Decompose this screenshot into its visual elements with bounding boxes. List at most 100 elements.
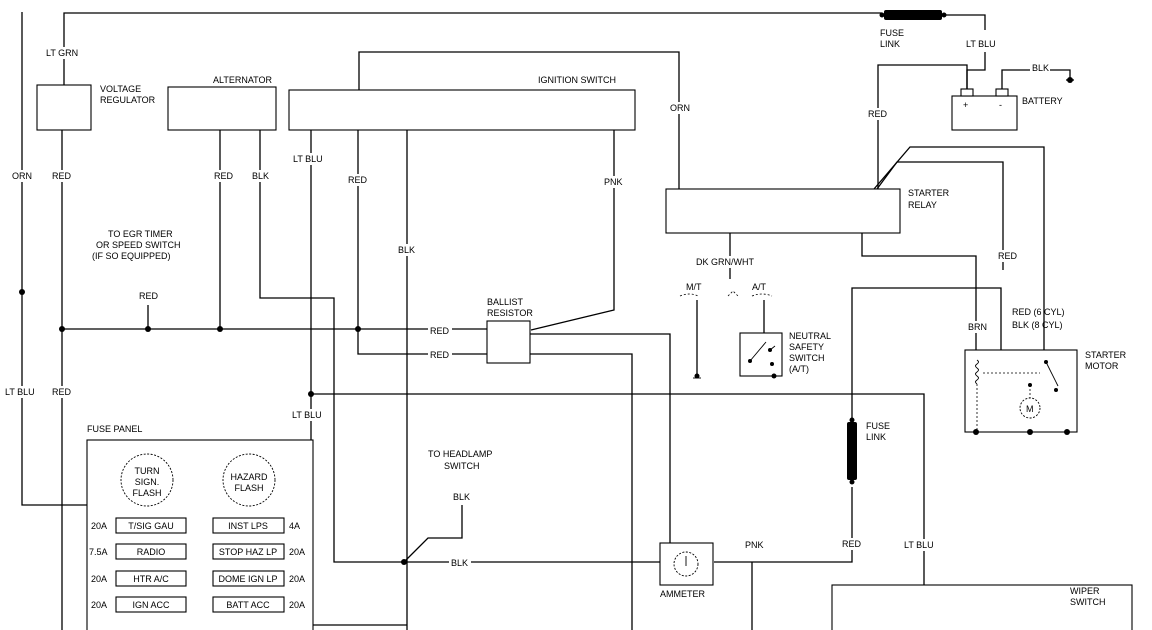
- headlamp-note-1: TO HEADLAMP: [428, 449, 492, 459]
- wire-label-red-vreg: RED: [52, 171, 72, 181]
- notes: TO EGR TIMER OR SPEED SWITCH (IF SO EQUI…: [92, 229, 1065, 471]
- neutral-safety-label-4: (A/T): [789, 364, 809, 374]
- turn-flasher-label-1: TURN: [135, 466, 160, 476]
- ignition-switch-label: IGNITION SWITCH: [538, 75, 616, 85]
- wire-label-red-alt: RED: [214, 171, 234, 181]
- wire-label-pnk-bottom: PNK: [745, 540, 764, 550]
- battery: + - BATTERY: [951, 88, 1063, 131]
- wire-label-red-relay: RED: [998, 251, 1018, 261]
- fuse-link-mid: FUSE LINK: [847, 421, 890, 480]
- fuse-row-left-3: 20A HTR A/C: [91, 570, 187, 587]
- fuse-amp: 20A: [91, 600, 107, 610]
- fuse-label: BATT ACC: [226, 600, 270, 610]
- junction-dots: [19, 12, 1073, 565]
- alternator-label: ALTERNATOR: [213, 75, 273, 85]
- fuse-row-left-1: 20A T/SIG GAU: [91, 517, 187, 534]
- fuse-amp: 20A: [289, 600, 305, 610]
- wire-label-lt-blu-left: LT BLU: [5, 387, 35, 397]
- fuse-row-right-3: DOME IGN LP 20A: [212, 570, 305, 587]
- neutral-safety-label-2: SAFETY: [789, 342, 824, 352]
- fuse-label: INST LPS: [228, 521, 268, 531]
- ammeter-label: AMMETER: [660, 589, 706, 599]
- wire-label-red-fuse-link: RED: [842, 539, 862, 549]
- fuse-row-left-2: 7.5A RADIO: [89, 543, 187, 560]
- egr-note-1: TO EGR TIMER: [108, 229, 173, 239]
- fuse-row-right-4: BATT ACC 20A: [212, 596, 305, 613]
- fuse-row-left-4: 20A IGN ACC: [91, 596, 187, 613]
- fuse-amp: 20A: [91, 521, 107, 531]
- wire-label-red-batt: RED: [868, 109, 888, 119]
- ballast-resistor-label-2: RESISTOR: [487, 308, 533, 318]
- ignition-switch: IGNITION SWITCH: [288, 75, 636, 131]
- fuse-row-right-2: STOP HAZ LP 20A: [212, 543, 305, 560]
- battery-plus: +: [963, 100, 968, 110]
- fuse-link-mid-label-1: FUSE: [866, 421, 890, 431]
- fuse-label: T/SIG GAU: [128, 521, 174, 531]
- neutral-safety-label-1: NEUTRAL: [789, 331, 831, 341]
- neutral-safety-label-3: SWITCH: [789, 353, 825, 363]
- hazard-flasher-label-1: HAZARD: [230, 472, 268, 482]
- starter-relay-label-1: STARTER: [908, 188, 950, 198]
- wire-labels: LT GRN LT BLU BLK ORN RED RED BLK LT BLU…: [3, 39, 1050, 569]
- battery-minus: -: [999, 100, 1002, 110]
- turn-flasher-label-2: SIGN.: [135, 477, 160, 487]
- voltage-regulator-label-2: REGULATOR: [100, 95, 156, 105]
- turn-signal-flasher: TURN SIGN. FLASH: [120, 453, 174, 507]
- starter-motor-label-1: STARTER: [1085, 350, 1127, 360]
- fuse-link-top-label-2: LINK: [880, 39, 900, 49]
- neutral-safety-switch: NEUTRAL SAFETY SWITCH (A/T): [739, 331, 831, 379]
- fuse-label: RADIO: [137, 547, 166, 557]
- fuse-label: STOP HAZ LP: [219, 547, 277, 557]
- wire-label-orn-left: ORN: [12, 171, 32, 181]
- wire-label-blk-bottom: BLK: [451, 558, 468, 568]
- ammeter: AMMETER: [659, 542, 714, 599]
- fuse-amp: 20A: [289, 574, 305, 584]
- fuse-link-mid-label-2: LINK: [866, 432, 886, 442]
- motor-symbol: M: [1026, 404, 1034, 414]
- fuse-amp: 20A: [91, 574, 107, 584]
- egr-note-2: OR SPEED SWITCH: [96, 240, 181, 250]
- voltage-regulator-label-1: VOLTAGE: [100, 84, 141, 94]
- fuse-amp: 20A: [289, 547, 305, 557]
- alternator: ALTERNATOR: [167, 75, 277, 131]
- wiper-switch-label-1: WIPER: [1070, 586, 1100, 596]
- starter-relay-label-2: RELAY: [908, 200, 937, 210]
- wiper-switch: WIPER SWITCH: [831, 584, 1133, 630]
- at-note: A/T: [752, 282, 767, 292]
- starter-variant-1: RED (6 CYL): [1012, 307, 1065, 317]
- wire-label-red-left: RED: [52, 387, 72, 397]
- wire-label-red-egr: RED: [139, 291, 159, 301]
- fuse-link-top-label-1: FUSE: [880, 28, 904, 38]
- wire-label-brn: BRN: [968, 322, 987, 332]
- wire-label-lt-blu-ign: LT BLU: [293, 154, 323, 164]
- turn-flasher-label-3: FLASH: [132, 488, 161, 498]
- fuse-label: IGN ACC: [132, 600, 170, 610]
- fuse-label: HTR A/C: [133, 574, 169, 584]
- ballast-resistor: BALLIST RESISTOR: [486, 297, 533, 364]
- wire-label-lt-blu-wiper: LT BLU: [904, 540, 934, 550]
- egr-note-3: (IF SO EQUIPPED): [92, 251, 171, 261]
- wire-label-red-bus1: RED: [430, 326, 450, 336]
- wire-label-pnk-ign: PNK: [604, 177, 623, 187]
- starter-motor-label-2: MOTOR: [1085, 361, 1119, 371]
- starter-relay: STARTER RELAY: [665, 188, 950, 234]
- fuse-label: DOME IGN LP: [218, 574, 277, 584]
- wire-label-orn-ign: ORN: [670, 103, 690, 113]
- wire-label-dk-grn-wht: DK GRN/WHT: [696, 257, 754, 267]
- starter-motor: M STARTER MOTOR: [964, 349, 1127, 435]
- wires: [21, 12, 1074, 630]
- wire-label-blk-headlamp: BLK: [453, 492, 470, 502]
- wire-label-lt-blu-mid: LT BLU: [292, 410, 322, 420]
- fuse-panel: FUSE PANEL TURN SIGN. FLASH HAZARD FLASH…: [86, 424, 314, 630]
- wire-label-blk-ign: BLK: [398, 245, 415, 255]
- hazard-flasher-label-2: FLASH: [234, 483, 263, 493]
- battery-label: BATTERY: [1022, 96, 1063, 106]
- voltage-regulator: VOLTAGE REGULATOR: [36, 84, 156, 131]
- starter-variant-2: BLK (8 CYL): [1012, 320, 1063, 330]
- fuse-row-right-1: INST LPS 4A: [212, 517, 300, 534]
- mt-note: M/T: [686, 282, 702, 292]
- fuse-amp: 4A: [289, 521, 300, 531]
- hazard-flasher: HAZARD FLASH: [222, 453, 276, 507]
- ballast-resistor-label-1: BALLIST: [487, 297, 524, 307]
